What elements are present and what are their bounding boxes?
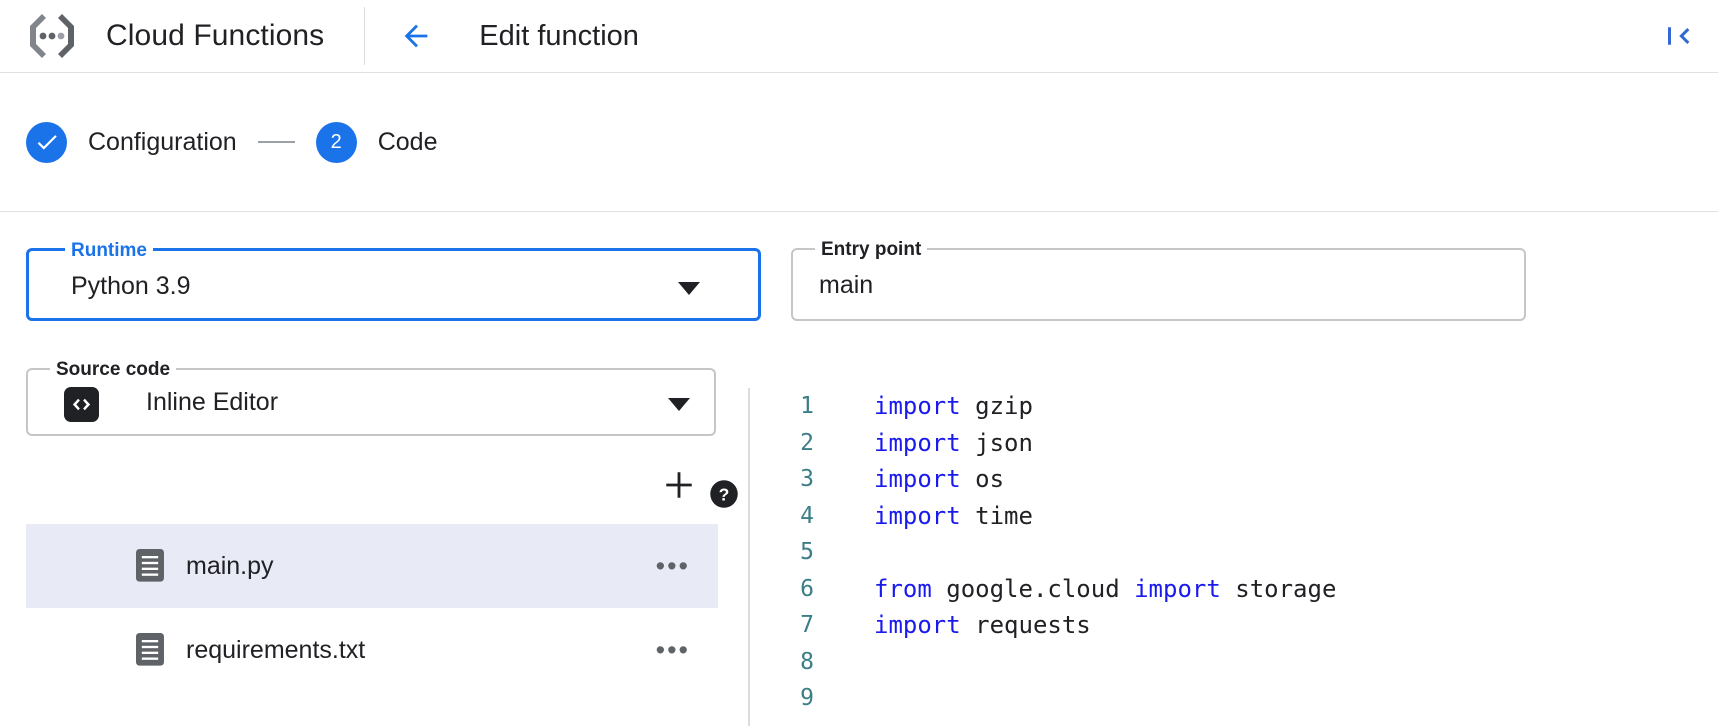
line-number: 5	[800, 539, 814, 566]
line-number: 9	[800, 685, 814, 712]
code-keyword: import	[874, 428, 961, 457]
code-line: 1 import gzip	[750, 388, 1718, 425]
code-plain: json	[960, 428, 1033, 457]
code-plain: requests	[960, 611, 1091, 640]
panel-divider	[748, 388, 750, 726]
runtime-label: Runtime	[65, 240, 153, 261]
runtime-help-icon[interactable]: ?	[709, 479, 739, 509]
file-name: requirements.txt	[186, 635, 366, 664]
step-code-label: Code	[377, 127, 438, 156]
code-text[interactable]: import time	[826, 502, 1033, 530]
line-number: 2	[800, 429, 814, 456]
step-connector	[257, 141, 295, 143]
file-overflow-menu-icon[interactable]: •••	[655, 551, 690, 581]
code-line: 2 import json	[750, 425, 1718, 462]
code-plain: google.cloud	[931, 574, 1135, 603]
entry-point-input[interactable]: Entry point main	[791, 239, 1526, 321]
code-line: 6 from google.cloud import storage	[750, 571, 1718, 608]
line-number: 6	[800, 575, 814, 602]
code-editor[interactable]: 1 import gzip 2 import json 3 import os 4 impor…	[750, 388, 1718, 726]
code-plain: storage	[1220, 574, 1337, 603]
runtime-value: Python 3.9	[71, 272, 191, 300]
code-plain: time	[960, 501, 1033, 530]
step-check-icon	[26, 121, 67, 163]
line-number: 1	[800, 393, 814, 420]
code-text[interactable]: import os	[826, 465, 1004, 493]
code-text[interactable]: import gzip	[826, 392, 1033, 420]
source-code-select[interactable]: Source code Inline Editor	[26, 359, 716, 436]
entry-point-value: main	[819, 271, 874, 299]
file-name: main.py	[186, 551, 274, 580]
app-bar: Cloud Functions Edit function	[0, 0, 1718, 73]
line-number: 3	[800, 466, 814, 493]
line-number: 7	[800, 612, 814, 639]
file-icon	[136, 633, 164, 667]
code-line: 4 import time	[750, 498, 1718, 535]
code-keyword: import	[874, 465, 961, 494]
file-row-requirements-txt[interactable]: requirements.txt •••	[26, 608, 718, 692]
line-number: 4	[800, 502, 814, 529]
file-list: main.py ••• requirements.txt •••	[26, 524, 718, 692]
code-line: 8	[750, 644, 1718, 681]
line-number: 8	[800, 648, 814, 675]
step-code-number: 2	[315, 121, 357, 163]
brand[interactable]: Cloud Functions	[0, 0, 324, 72]
code-line: 9	[750, 680, 1718, 717]
code-keyword: import	[874, 392, 961, 421]
code-plain: gzip	[960, 392, 1033, 421]
code-line: 7 import requests	[750, 607, 1718, 644]
code-keyword: from	[874, 574, 932, 603]
code-text[interactable]: from google.cloud import storage	[826, 575, 1336, 603]
code-text[interactable]: import requests	[826, 611, 1091, 639]
file-overflow-menu-icon[interactable]: •••	[655, 635, 690, 665]
source-code-label: Source code	[50, 359, 177, 380]
code-plain: os	[960, 465, 1005, 494]
code-keyword: import	[1134, 574, 1221, 603]
arrow-left-icon[interactable]	[399, 19, 433, 53]
step-configuration-label: Configuration	[88, 127, 237, 156]
entry-point-label: Entry point	[815, 239, 928, 260]
chevron-down-icon[interactable]	[678, 282, 700, 295]
cloud-functions-logo-icon	[24, 8, 80, 64]
stepper: Configuration 2 Code	[0, 73, 1718, 212]
file-panel: main.py ••• requirements.txt •••	[0, 440, 748, 726]
code-text[interactable]: import json	[826, 429, 1033, 457]
runtime-select[interactable]: Runtime Python 3.9	[26, 240, 761, 321]
add-file-plus-icon[interactable]	[662, 468, 696, 502]
file-icon	[136, 549, 164, 583]
step-code[interactable]: 2 Code	[315, 121, 438, 163]
brand-title: Cloud Functions	[106, 19, 325, 52]
code-keyword: import	[874, 611, 961, 640]
source-code-value: Inline Editor	[146, 388, 279, 416]
page-title: Edit function	[479, 19, 639, 52]
svg-text:?: ?	[719, 485, 730, 505]
collapse-panel-icon[interactable]	[1664, 21, 1694, 51]
source-chevron-down-icon[interactable]	[668, 398, 690, 411]
code-keyword: import	[874, 501, 961, 530]
step-configuration[interactable]: Configuration	[26, 121, 237, 163]
code-line: 3 import os	[750, 461, 1718, 498]
code-brackets-icon	[64, 387, 99, 422]
file-row-main-py[interactable]: main.py •••	[26, 524, 718, 608]
appbar-divider	[364, 7, 366, 65]
code-line: 5	[750, 534, 1718, 571]
